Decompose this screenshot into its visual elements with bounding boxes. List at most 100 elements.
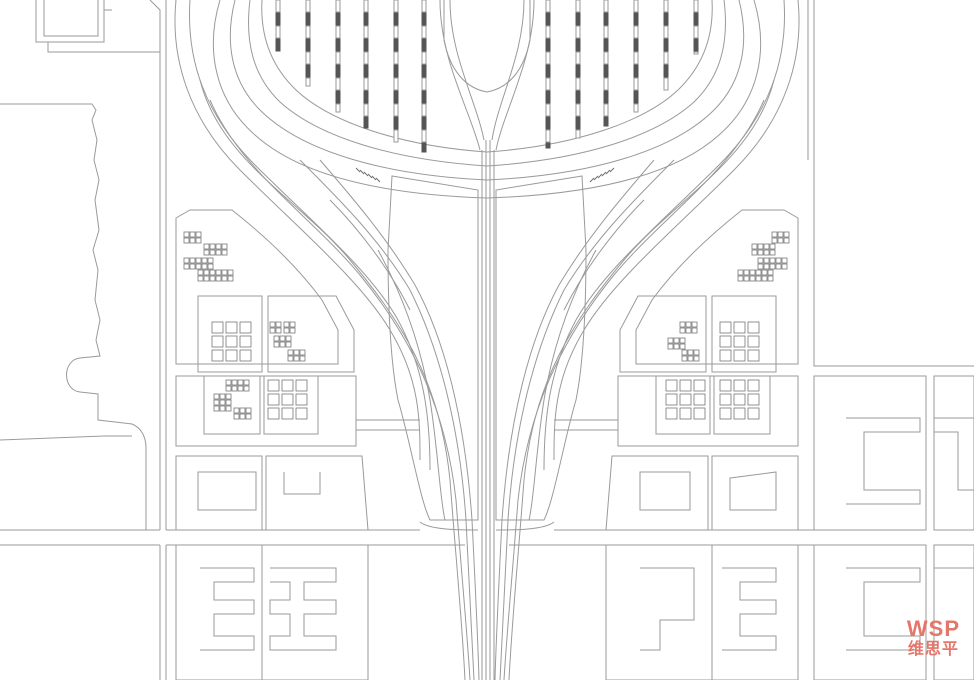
building-cell: [777, 237, 784, 244]
central-plaza-right: [495, 175, 587, 521]
platform-segment: [393, 51, 399, 65]
platform-segment-dark: [545, 90, 551, 104]
left-parcel-boundary: [0, 103, 147, 530]
platform-segment: [421, 25, 427, 39]
building-cell: [769, 243, 776, 250]
platform-segment-dark: [663, 64, 669, 78]
building-cell: [755, 269, 762, 276]
building-cell: [733, 349, 746, 362]
platform-segment: [545, 129, 551, 143]
building-cell: [685, 327, 692, 334]
platform-segment-dark: [335, 90, 341, 104]
platform-segment-dark: [633, 38, 639, 52]
building-cell: [769, 257, 776, 264]
building-cell: [719, 393, 732, 406]
building-cell: [207, 263, 214, 270]
left-main-roads: [0, 0, 167, 680]
logo-chinese-name: 维思平: [907, 639, 959, 658]
platform-segment-dark: [335, 12, 341, 26]
platform-segment: [335, 51, 341, 65]
platform-segment: [305, 0, 311, 13]
building-cell: [213, 393, 220, 400]
building-cell: [747, 335, 760, 348]
building-cell: [281, 379, 294, 392]
platform-segment-dark: [335, 64, 341, 78]
platform-segment: [275, 0, 281, 13]
building-cell: [197, 275, 204, 282]
platform-segment: [363, 25, 369, 39]
building-cell: [295, 393, 308, 406]
building-cell: [693, 349, 700, 356]
platform-segment-dark: [363, 38, 369, 52]
platform-segment-dark: [393, 116, 399, 130]
building-cell: [757, 249, 764, 256]
station-concourse: [443, 0, 531, 93]
platform-segment-dark: [663, 38, 669, 52]
platform-segment: [663, 25, 669, 39]
building-cell: [733, 321, 746, 334]
building-cell: [681, 355, 688, 362]
platform-segment: [393, 0, 399, 13]
platform-segment: [575, 0, 581, 13]
platform-segment: [693, 0, 699, 13]
building-cell: [273, 341, 280, 348]
building-cell: [771, 237, 778, 244]
building-cell: [749, 269, 756, 276]
building-cell: [679, 343, 686, 350]
building-cell: [195, 237, 202, 244]
platform-segment-dark: [421, 64, 427, 78]
building-cell: [693, 393, 706, 406]
horizontal-road: [166, 529, 814, 546]
building-cell: [269, 321, 276, 328]
building-cell: [295, 407, 308, 420]
building-cell: [231, 385, 238, 392]
platform-segment: [633, 0, 639, 13]
building-cell: [209, 275, 216, 282]
building-cell: [751, 249, 758, 256]
platform-segment-dark: [421, 90, 427, 104]
building-cell: [733, 407, 746, 420]
platform-segment-dark: [603, 64, 609, 78]
building-cell: [183, 263, 190, 270]
building-cell: [239, 413, 246, 420]
building-cell: [225, 349, 238, 362]
building-cell: [783, 237, 790, 244]
building-cell: [215, 249, 222, 256]
platform-segment-dark: [421, 116, 427, 130]
platform-segment-dark: [305, 38, 311, 52]
building-cell: [209, 269, 216, 276]
building-cell: [215, 275, 222, 282]
building-cell: [749, 275, 756, 282]
platform-segment: [305, 77, 311, 87]
platform-segment-dark: [693, 38, 699, 52]
building-cell: [293, 349, 300, 356]
platform-segment-dark: [363, 116, 369, 129]
platform-segment: [545, 77, 551, 91]
wsp-logo: WSP 维思平: [907, 618, 960, 658]
platform-segment: [545, 25, 551, 39]
platform-segment-dark: [363, 12, 369, 26]
building-cell: [719, 349, 732, 362]
building-cell: [747, 379, 760, 392]
building-cell: [267, 393, 280, 406]
building-cell: [667, 343, 674, 350]
building-cell: [209, 243, 216, 250]
building-cell: [227, 275, 234, 282]
platform-segment-dark: [633, 64, 639, 78]
platform-segment-dark: [545, 12, 551, 26]
platform-segment: [393, 129, 399, 143]
platform-segment: [575, 77, 581, 91]
left-parcel-edge: [0, 435, 132, 441]
building-cell: [203, 275, 210, 282]
platform-segment-dark: [603, 90, 609, 104]
platform-segment: [545, 103, 551, 117]
building-cell: [273, 335, 280, 342]
platform-segment: [693, 51, 699, 55]
platform-segment-dark: [305, 64, 311, 78]
building-cell: [227, 269, 234, 276]
platform-segment: [335, 77, 341, 91]
platform-segment: [633, 77, 639, 91]
building-cell: [719, 335, 732, 348]
building-cell: [195, 257, 202, 264]
